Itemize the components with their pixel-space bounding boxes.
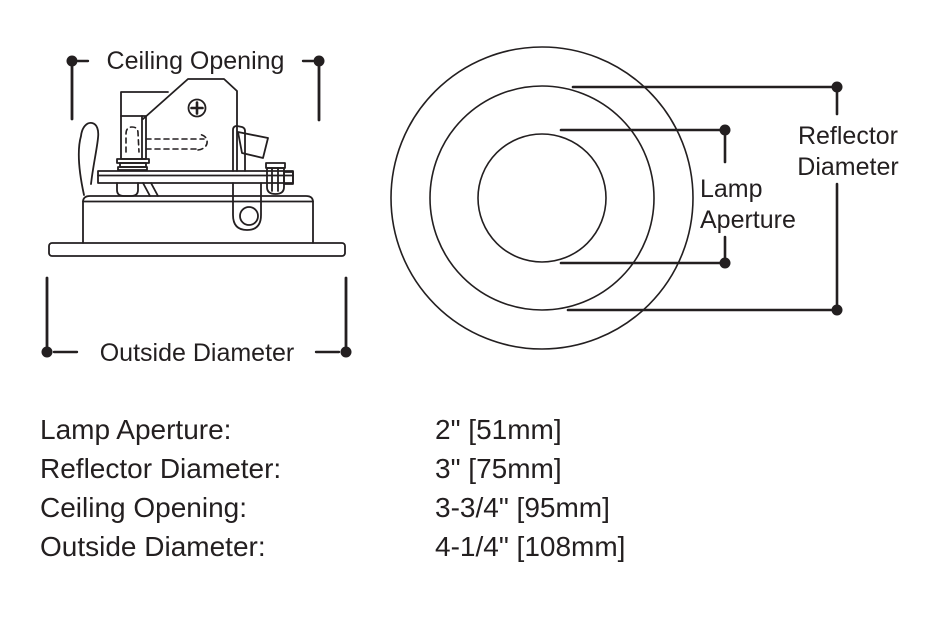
trim-flange	[48, 242, 346, 257]
spec-value: 4-1/4" [108mm]	[435, 531, 626, 562]
spec-label: Reflector Diameter:	[40, 453, 282, 484]
screw-icon	[187, 98, 207, 118]
spec-row-outside-diameter: Outside Diameter: 4-1/4" [108mm]	[40, 527, 625, 566]
spec-value: 3-3/4" [95mm]	[435, 492, 610, 523]
mounting-bracket	[142, 78, 238, 172]
ceiling-opening-dimension	[66, 55, 325, 122]
side-view-drawing	[48, 78, 346, 257]
spring-hook	[77, 122, 100, 196]
lamp-aperture-label: Lamp Aperture	[700, 175, 796, 234]
reflector-circle	[429, 85, 655, 311]
spec-label: Lamp Aperture:	[40, 414, 232, 445]
spec-row-ceiling-opening: Ceiling Opening: 3-3/4" [95mm]	[40, 488, 625, 527]
torsion-spring-bracket	[232, 125, 269, 231]
reflector-diameter-dimension	[566, 81, 843, 316]
reflector-diameter-label: Reflector Diameter	[797, 122, 899, 181]
spec-row-lamp-aperture: Lamp Aperture: 2" [51mm]	[40, 410, 625, 449]
spec-table: Lamp Aperture: 2" [51mm] Reflector Diame…	[40, 410, 625, 566]
lamp-aperture-dimension	[559, 124, 731, 269]
clamp-block	[265, 162, 294, 195]
lamp-aperture-circle	[477, 133, 607, 263]
socket-base	[116, 158, 150, 171]
top-view-drawing	[390, 46, 694, 350]
spec-label: Outside Diameter:	[40, 531, 266, 562]
back-plate	[120, 91, 169, 117]
trim-foot	[116, 182, 139, 197]
spec-value: 2" [51mm]	[435, 414, 562, 445]
mounting-rail	[97, 170, 294, 184]
trim-body	[82, 195, 314, 244]
spec-value: 3" [75mm]	[435, 453, 562, 484]
ceiling-opening-label: Ceiling Opening	[106, 47, 285, 75]
outside-diameter-circle	[390, 46, 694, 350]
outside-diameter-dimension	[41, 276, 352, 358]
outside-diameter-label: Outside Diameter	[99, 339, 295, 367]
hidden-lamp-outline	[125, 126, 208, 153]
spec-label: Ceiling Opening:	[40, 492, 248, 523]
spec-row-reflector-diameter: Reflector Diameter: 3" [75mm]	[40, 449, 625, 488]
